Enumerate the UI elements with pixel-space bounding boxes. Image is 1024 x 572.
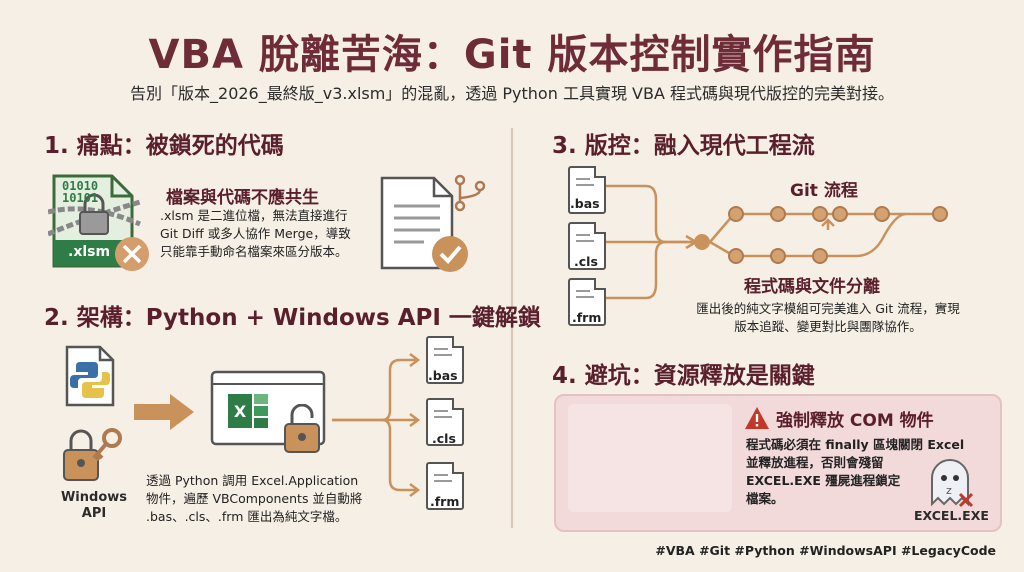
bas-file-icon-git [568, 166, 606, 214]
document-check-icon [378, 172, 488, 276]
section4-text: 程式碼必須在 finally 區塊關閉 Excel 並釋放進程，否則會殘留 EX… [746, 437, 965, 506]
binary-text: 01010 10101 [62, 179, 99, 205]
bas-file-label-git: .bas [570, 196, 600, 211]
python-file-icon [64, 344, 116, 408]
excel-exe-label: EXCEL.EXE [914, 508, 989, 523]
section1-heading: 1. 痛點：被鎖死的代碼 [44, 133, 284, 159]
section1-text: .xlsm 是二進位檔，無法直接進行 Git Diff 或多人協作 Merge，… [160, 208, 351, 259]
locked-xlsm-icon [47, 172, 152, 272]
warning-image-placeholder [568, 404, 732, 512]
git-flow-diagram [606, 180, 966, 310]
section2-heading: 2. 架構：Python + Windows API 一鍵解鎖 [44, 305, 541, 331]
windows-api-label: Windows API [60, 490, 128, 521]
xlsm-label: .xlsm [68, 244, 111, 260]
cls-file-icon [426, 398, 464, 446]
svg-text:z: z [946, 484, 952, 497]
page-subtitle: 告別「版本_2026_最終版_v3.xlsm」的混亂，透過 Python 工具實… [130, 84, 894, 103]
unlocked-padlock-icon [282, 403, 324, 454]
padlock-key-icon [62, 426, 124, 484]
bas-file-label: .bas [428, 368, 458, 383]
cls-file-label: .cls [432, 431, 456, 446]
warning-icon [744, 406, 770, 430]
svg-text:X: X [234, 402, 247, 421]
section3-heading: 3. 版控：融入現代工程流 [552, 133, 815, 159]
section4-subheading: 強制釋放 COM 物件 [776, 411, 934, 431]
git-flow-label: Git 流程 [790, 181, 858, 201]
section3-subheading: 程式碼與文件分離 [744, 277, 880, 297]
column-divider [511, 128, 513, 528]
frm-file-label-git: .frm [572, 310, 602, 325]
section2-text: 透過 Python 調用 Excel.Application 物件，遍歷 VBC… [146, 473, 363, 524]
bas-file-icon [426, 336, 464, 384]
section1-subheading: 檔案與代碼不應共生 [166, 188, 319, 208]
cls-file-label-git: .cls [574, 254, 598, 269]
hashtags: #VBA #Git #Python #WindowsAPI #LegacyCod… [655, 543, 996, 558]
frm-file-label: .frm [430, 494, 460, 509]
page-title: VBA 脫離苦海：Git 版本控制實作指南 [148, 32, 876, 78]
cls-file-icon-git [568, 222, 606, 270]
right-arrow-icon [134, 392, 196, 432]
frm-file-icon-git [568, 278, 606, 326]
frm-file-icon [426, 462, 464, 510]
export-branch-arrows [332, 340, 422, 520]
section4-heading: 4. 避坑：資源釋放是關鍵 [552, 363, 815, 389]
section3-text: 匯出後的純文字模組可完美進入 Git 流程，實現 版本追蹤、變更對比與團隊協作。 [696, 301, 960, 334]
ghost-process-icon: z [926, 458, 976, 508]
